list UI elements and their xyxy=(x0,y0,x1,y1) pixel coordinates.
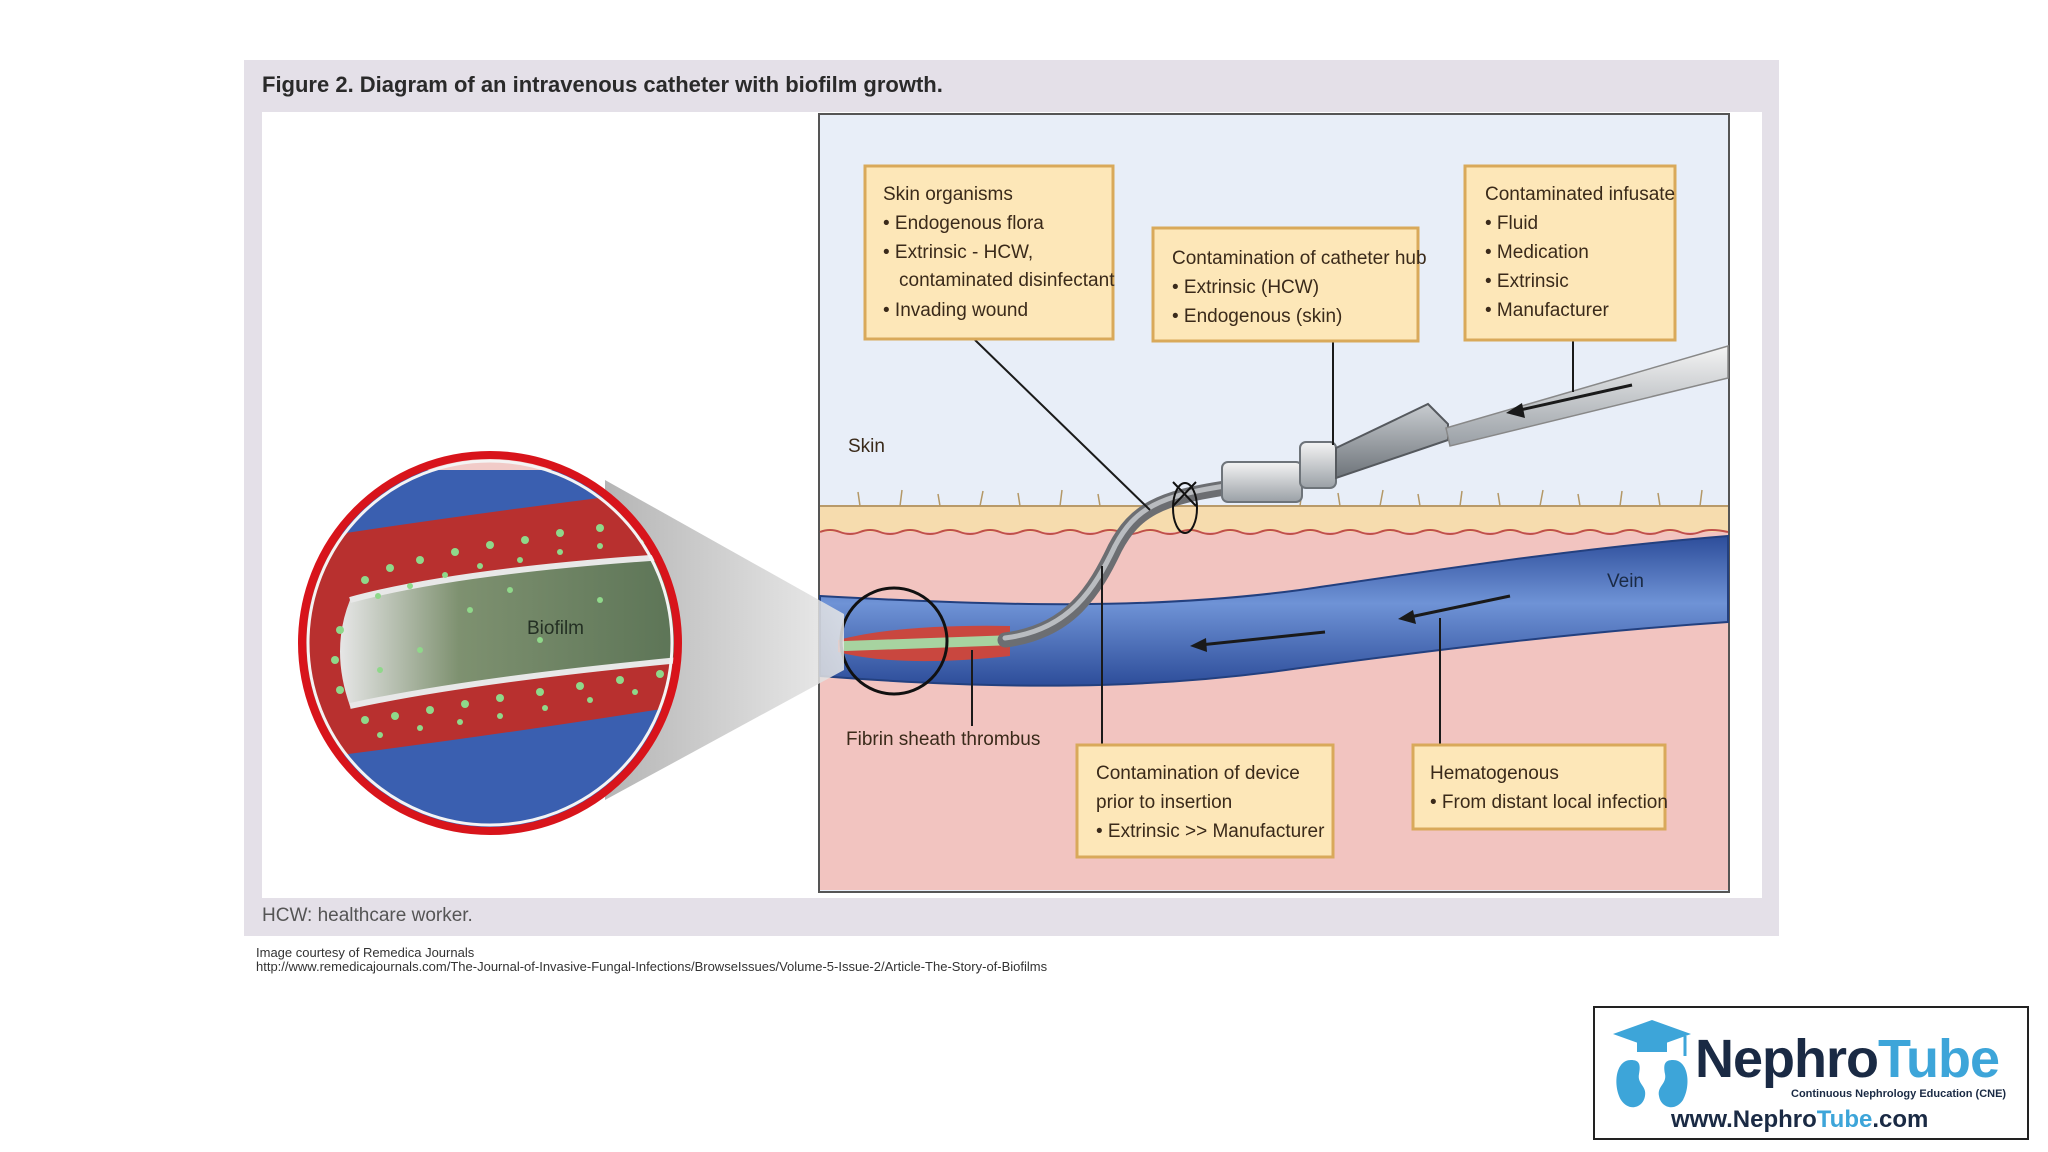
callout-device-title: Contamination of device xyxy=(1096,763,1300,784)
nephrotube-logo: NephroTube Continuous Nephrology Educati… xyxy=(1593,1006,2029,1140)
flow-arrow-1 xyxy=(1199,630,1326,647)
insertion-site-ring xyxy=(1172,482,1198,534)
logo-tagline: Continuous Nephrology Education (CNE) xyxy=(1791,1088,2007,1100)
infusate-arrow xyxy=(1519,383,1633,412)
callout-infusate-item-1: • Fluid xyxy=(1485,213,1538,234)
callout-skin-organisms-item-2: • Extrinsic - HCW, xyxy=(883,242,1033,263)
callout-infusate: Contaminated infusate • Fluid • Medicati… xyxy=(1463,164,1677,342)
callout-device: Contamination of device prior to inserti… xyxy=(1075,743,1335,859)
callout-infusate-item-3: • Extrinsic xyxy=(1485,271,1569,292)
logo-url-part3: Tube xyxy=(1816,1106,1873,1133)
label-skin: Skin xyxy=(848,436,885,457)
callout-catheter-hub-item-1: • Extrinsic (HCW) xyxy=(1172,277,1319,298)
catheter-hub xyxy=(1221,461,1303,503)
insertion-site-cross xyxy=(1172,481,1197,507)
logo-name-part2: Tube xyxy=(1878,1029,2000,1089)
logo-url-part4: .com xyxy=(1872,1106,1929,1133)
zoom-ring xyxy=(298,451,682,835)
credit-line-2: http://www.remedicajournals.com/The-Jour… xyxy=(256,959,1048,974)
callout-catheter-hub-item-2: • Endogenous (skin) xyxy=(1172,306,1342,327)
label-fibrin: Fibrin sheath thrombus xyxy=(846,729,1040,750)
flow-arrowhead-2 xyxy=(1398,610,1416,624)
callout-infusate-title: Contaminated infusate xyxy=(1485,184,1675,205)
logo-name-part1: Nephro xyxy=(1695,1029,1879,1089)
skin-border xyxy=(819,529,1729,535)
figure-title: Figure 2. Diagram of an intravenous cath… xyxy=(262,72,943,97)
vein xyxy=(819,534,1729,687)
zoom-detail xyxy=(298,451,682,835)
catheter-in-vein xyxy=(840,635,1020,651)
logo-url-part1: www. xyxy=(1671,1106,1733,1133)
flow-arrow-2 xyxy=(1409,594,1511,619)
callout-catheter-hub: Contamination of catheter hub • Extrinsi… xyxy=(1151,226,1427,343)
logo-url-part2: Nephro xyxy=(1732,1106,1817,1133)
callout-skin-organisms-title: Skin organisms xyxy=(883,184,1013,205)
flow-arrowhead-1 xyxy=(1190,638,1207,652)
zoom-ring-inner xyxy=(306,459,674,827)
figure-footnote: HCW: healthcare worker. xyxy=(262,905,473,926)
callout-hematogenous-title: Hematogenous xyxy=(1430,763,1559,784)
logo-name: NephroTube xyxy=(1695,1028,2000,1090)
callout-hematogenous: Hematogenous • From distant local infect… xyxy=(1411,743,1668,831)
callout-hematogenous-item-1: • From distant local infection xyxy=(1430,792,1668,813)
callout-device-item-1: prior to insertion xyxy=(1096,792,1232,813)
label-vein: Vein xyxy=(1607,571,1644,592)
callout-infusate-item-4: • Manufacturer xyxy=(1485,300,1610,321)
callout-skin-organisms: Skin organisms • Endogenous flora • Extr… xyxy=(863,164,1115,341)
infusate-arrowhead xyxy=(1506,403,1525,418)
leader-skin-organisms xyxy=(974,339,1151,511)
credit-line-1: Image courtesy of Remedica Journals xyxy=(256,945,475,960)
callout-skin-organisms-item-4: • Invading wound xyxy=(883,300,1028,321)
callout-skin-organisms-item-1: • Endogenous flora xyxy=(883,213,1044,234)
skin-layer xyxy=(820,506,1728,532)
callout-infusate-item-2: • Medication xyxy=(1485,242,1589,263)
image-credit: Image courtesy of Remedica Journals http… xyxy=(256,946,1047,974)
logo-url[interactable]: www.NephroTube.com xyxy=(1671,1106,1928,1134)
kidney-graduation-cap-icon xyxy=(1613,1020,1691,1108)
callout-device-item-2: • Extrinsic >> Manufacturer xyxy=(1096,821,1325,842)
callout-catheter-hub-title: Contamination of catheter hub xyxy=(1172,248,1427,269)
label-biofilm: Biofilm xyxy=(527,618,584,639)
hub-collar xyxy=(1299,441,1337,489)
callout-skin-organisms-item-3: contaminated disinfectant xyxy=(899,270,1115,291)
